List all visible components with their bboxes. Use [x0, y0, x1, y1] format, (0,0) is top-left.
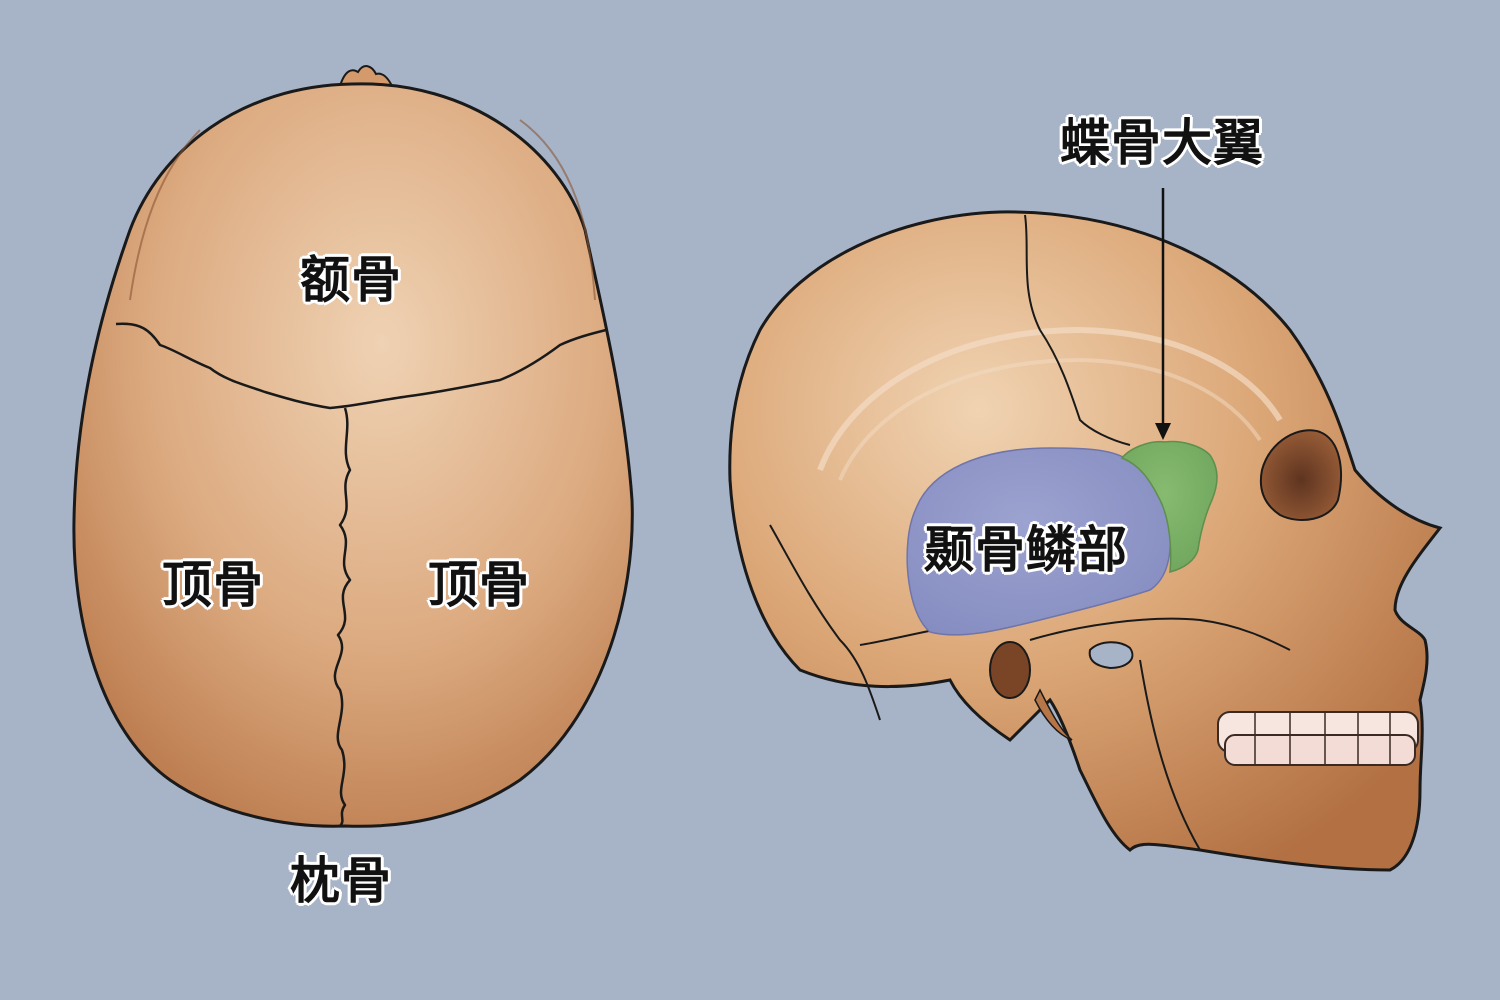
sagittal-suture — [333, 407, 352, 827]
pointer-arrow — [1155, 188, 1171, 440]
temporal-line-2 — [838, 357, 1262, 481]
lambdoid-suture — [769, 524, 881, 721]
teeth — [1217, 711, 1419, 766]
coronal-suture — [115, 322, 607, 410]
label-temporal-squama: 颞骨鳞部 — [924, 521, 1128, 579]
mandibular-notch — [1088, 641, 1134, 670]
label-parietal-bone-right: 顶骨 — [428, 556, 530, 614]
temporal-squama-region — [906, 447, 1172, 636]
coronal-suture-lateral — [1024, 214, 1131, 446]
orbit — [1260, 429, 1342, 521]
left-temporal-rim — [129, 129, 201, 301]
skull-top-view — [72, 65, 634, 828]
mandible-ramus — [1139, 659, 1201, 851]
zygomatic-arch — [1029, 617, 1291, 651]
nasal-bone-tip — [338, 65, 394, 87]
label-occipital-bone: 枕骨 — [290, 852, 392, 910]
skull-lateral-view — [728, 188, 1443, 872]
styloid-process — [1034, 688, 1073, 741]
right-temporal-rim — [519, 119, 596, 301]
label-frontal-bone: 额骨 — [300, 251, 402, 309]
label-parietal-bone-left: 顶骨 — [162, 556, 264, 614]
sphenoid-greater-wing-region — [1120, 440, 1218, 574]
external-auditory-meatus — [989, 641, 1031, 699]
skull-top-outline — [72, 82, 634, 828]
temporal-line — [817, 326, 1283, 472]
label-sphenoid-greater-wing: 蝶骨大翼 — [1060, 114, 1264, 172]
